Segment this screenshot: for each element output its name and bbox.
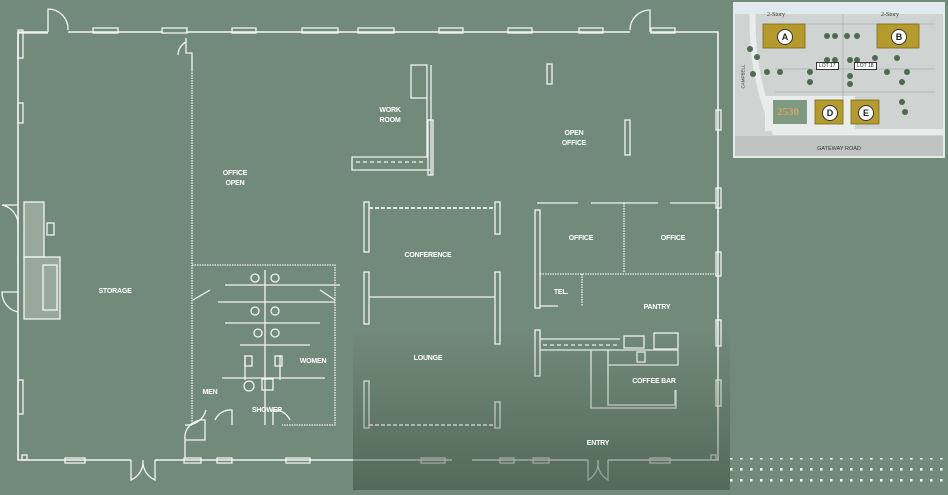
lot-17-label: LOT 17 — [816, 62, 839, 70]
room-label-entry: ENTRY — [586, 440, 610, 447]
gradient-overlay — [353, 330, 730, 490]
site-map-inset: 2-Story 2-Story A B D E 2530 LOT 17 LOT … — [733, 2, 945, 158]
room-label-line: ROOM — [379, 117, 401, 124]
room-label-storage: STORAGE — [98, 288, 132, 295]
room-label-line: OFFICE — [561, 140, 587, 147]
room-label-line: WORK — [379, 107, 401, 114]
room-label-office-open: OFFICE OPEN — [222, 169, 248, 189]
building-b-note: 2-Story — [881, 12, 899, 18]
building-d-marker: D — [822, 105, 838, 121]
room-label-lounge: LOUNGE — [413, 355, 443, 362]
room-label-line: OPEN — [564, 130, 584, 137]
room-label-line: OFFICE — [222, 170, 248, 177]
room-label-coffee-bar: COFFEE BAR — [632, 378, 676, 385]
room-label-women: WOMEN — [299, 358, 327, 365]
building-a-marker: A — [777, 29, 793, 45]
room-label-pantry: PANTRY — [643, 304, 671, 311]
room-label-conference: CONFERENCE — [404, 252, 452, 259]
room-label-men: MEN — [202, 389, 218, 396]
room-label-tel: TEL. — [553, 289, 569, 296]
room-label-office-2: OFFICE — [660, 235, 686, 242]
lot-18-label: LOT 18 — [854, 62, 877, 70]
building-b-marker: B — [891, 29, 907, 45]
room-label-work-room: WORK ROOM — [379, 106, 401, 126]
decorative-dot-pattern — [728, 458, 948, 490]
room-label-open-office: OPEN OFFICE — [561, 129, 587, 149]
side-road-label: CAMPBELL — [740, 64, 746, 89]
site-map-drawing — [735, 4, 943, 156]
building-e-marker: E — [858, 105, 874, 121]
highlight-building-label: 2530 — [777, 106, 799, 118]
room-label-shower: SHOWER — [251, 407, 283, 414]
room-label-office-1: OFFICE — [568, 235, 594, 242]
road-label: GATEWAY ROAD — [817, 146, 861, 152]
building-a-note: 2-Story — [767, 12, 785, 18]
room-label-line: OPEN — [225, 180, 245, 187]
